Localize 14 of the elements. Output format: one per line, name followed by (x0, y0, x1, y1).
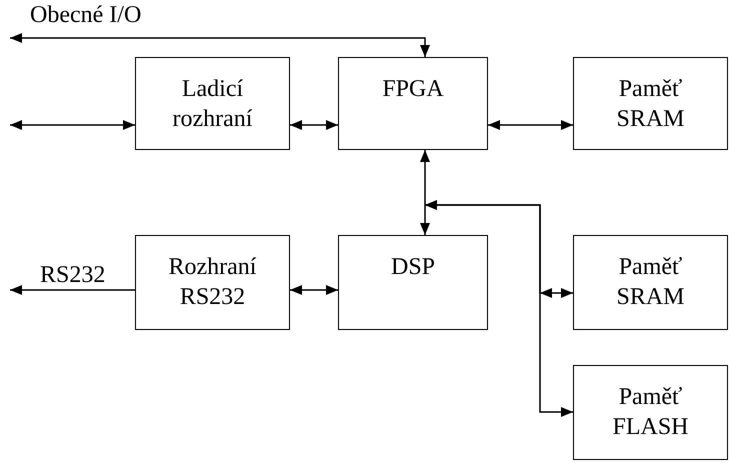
block-box (338, 235, 488, 330)
block-box (135, 57, 290, 150)
block-box (573, 235, 728, 330)
block-label: Paměť SRAM (615, 253, 686, 312)
block-box (573, 365, 728, 460)
block-label: Paměť SRAM (615, 75, 686, 134)
block-box (338, 57, 488, 150)
block-label: Ladicí rozhraní (172, 75, 254, 134)
block-label: Paměť FLASH (611, 383, 690, 442)
block-box (573, 57, 728, 150)
block-box (135, 235, 290, 330)
block-label: DSP (390, 253, 436, 282)
block-label: FPGA (381, 75, 445, 104)
block-label: Rozhraní RS232 (168, 253, 258, 312)
